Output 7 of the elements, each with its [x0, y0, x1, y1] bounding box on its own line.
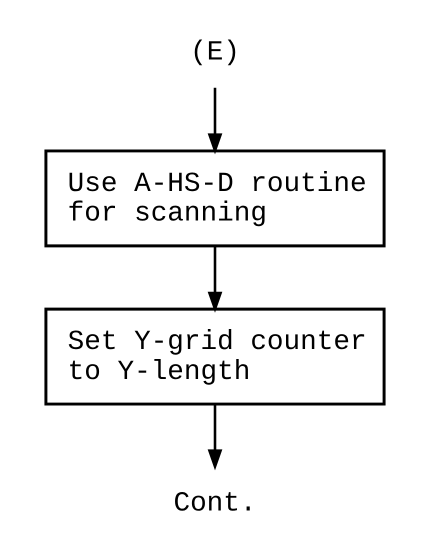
- arrow: [207, 404, 222, 470]
- node-text: Cont.: [172, 488, 256, 520]
- node-box: Use A-HS-D routine for scanning: [44, 149, 386, 248]
- arrow: [207, 88, 222, 154]
- node-text: (E): [190, 37, 240, 68]
- arrow: [207, 246, 222, 313]
- node-box: Set Y-grid counter to Y-length: [44, 308, 386, 406]
